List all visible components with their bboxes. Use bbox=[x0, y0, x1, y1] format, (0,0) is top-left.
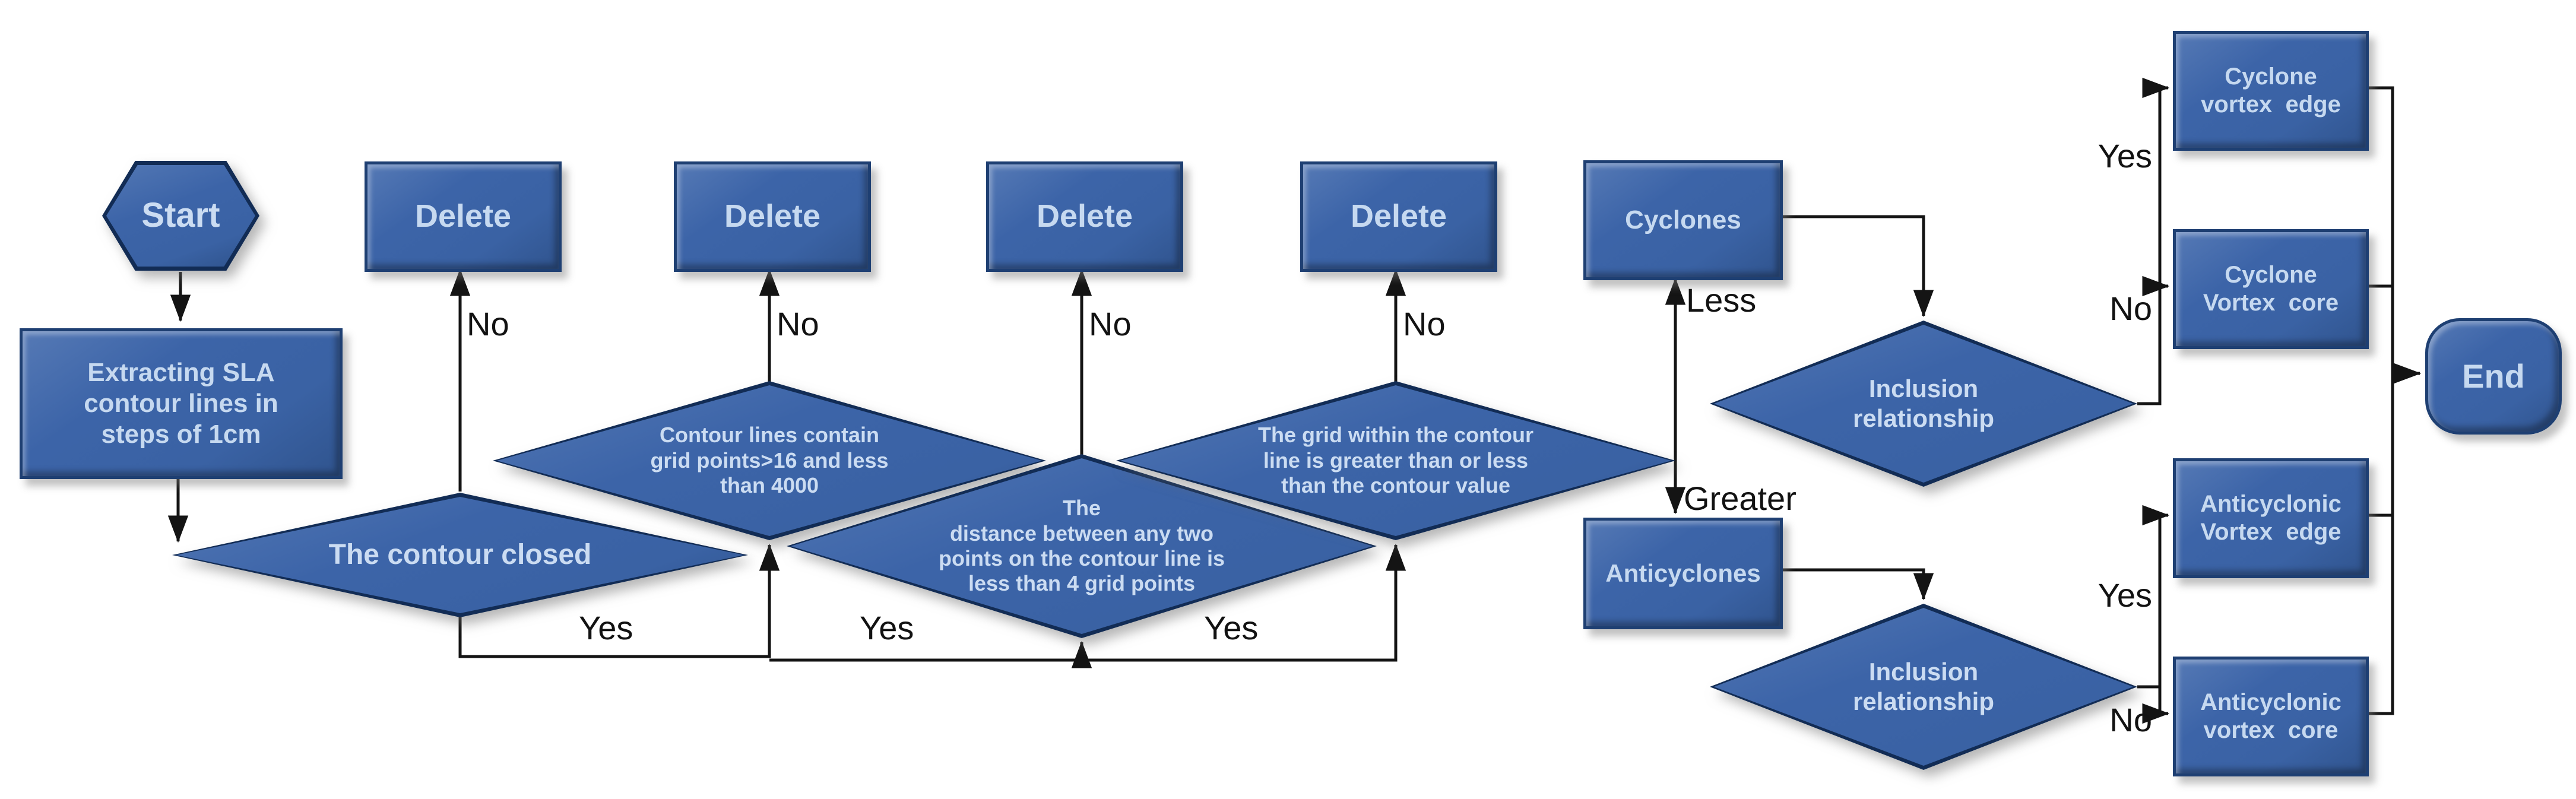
distance-label: The distance between any two points on t… bbox=[939, 496, 1225, 596]
no-label-3: No bbox=[1089, 305, 1132, 343]
delete-box-4: Delete bbox=[1300, 161, 1497, 272]
inclusion-anticyclone-label: Inclusion relationship bbox=[1852, 658, 1995, 715]
delete-label-4: Delete bbox=[1350, 198, 1447, 234]
yes-label-cyclone: Yes bbox=[2097, 137, 2152, 175]
delete-label-2: Delete bbox=[724, 198, 821, 234]
cyclone-vortex-edge-label: Cyclone vortex edge bbox=[2201, 63, 2341, 118]
cyclone-vortex-core-label: Cyclone Vortex core bbox=[2203, 261, 2339, 316]
extract-sla-node: Extracting SLA contour lines in steps of… bbox=[20, 328, 343, 479]
delete-label-3: Delete bbox=[1036, 198, 1133, 234]
delete-box-3: Delete bbox=[986, 161, 1183, 272]
cyclone-vortex-edge-node: Cyclone vortex edge bbox=[2173, 31, 2369, 151]
yes-label-2: Yes bbox=[860, 609, 914, 646]
inclusion-cyclone-diamond: Inclusion relationship bbox=[1710, 321, 2137, 487]
no-label-2: No bbox=[777, 305, 819, 343]
greater-label: Greater bbox=[1684, 480, 1796, 517]
yes-label-3: Yes bbox=[1204, 609, 1259, 646]
start-node: Start bbox=[102, 161, 259, 271]
extract-sla-label: Extracting SLA contour lines in steps of… bbox=[84, 358, 278, 449]
no-label-anticyclone: No bbox=[2109, 701, 2152, 738]
anticyclonic-vortex-edge-label: Anticyclonic Vortex edge bbox=[2200, 490, 2341, 545]
end-label: End bbox=[2462, 357, 2525, 395]
less-label: Less bbox=[1686, 281, 1757, 319]
grid-value-label: The grid within the contour line is grea… bbox=[1258, 423, 1533, 498]
no-label-cyclone: No bbox=[2109, 290, 2152, 327]
delete-box-2: Delete bbox=[674, 161, 871, 272]
start-label: Start bbox=[141, 196, 220, 235]
contour-closed-label: The contour closed bbox=[328, 538, 592, 570]
cyclone-vortex-core-node: Cyclone Vortex core bbox=[2173, 229, 2369, 349]
anticyclonic-vortex-core-label: Anticyclonic vortex core bbox=[2200, 689, 2341, 743]
no-label-1: No bbox=[467, 305, 509, 343]
contour-closed-diamond: The contour closed bbox=[172, 493, 748, 617]
no-label-4: No bbox=[1403, 305, 1446, 343]
grid-value-diamond: The grid within the contour line is grea… bbox=[1116, 381, 1675, 540]
anticyclonic-vortex-core-node: Anticyclonic vortex core bbox=[2173, 657, 2369, 776]
anticyclones-label: Anticyclones bbox=[1605, 559, 1761, 588]
inclusion-anticyclone-diamond: Inclusion relationship bbox=[1710, 604, 2137, 770]
grid-points-label: Contour lines contain grid points>16 and… bbox=[650, 423, 889, 498]
end-node: End bbox=[2425, 318, 2562, 435]
delete-label-1: Delete bbox=[414, 198, 512, 234]
distance-diamond: The distance between any two points on t… bbox=[787, 454, 1377, 638]
anticyclonic-vortex-edge-node: Anticyclonic Vortex edge bbox=[2173, 458, 2369, 578]
cyclones-label: Cyclones bbox=[1625, 205, 1741, 235]
inclusion-cyclone-label: Inclusion relationship bbox=[1852, 375, 1995, 432]
yes-label-1: Yes bbox=[579, 609, 633, 646]
delete-box-1: Delete bbox=[365, 161, 562, 272]
cyclones-node: Cyclones bbox=[1583, 160, 1783, 280]
yes-label-anticyclone: Yes bbox=[2097, 576, 2152, 614]
anticyclones-node: Anticyclones bbox=[1583, 518, 1783, 629]
